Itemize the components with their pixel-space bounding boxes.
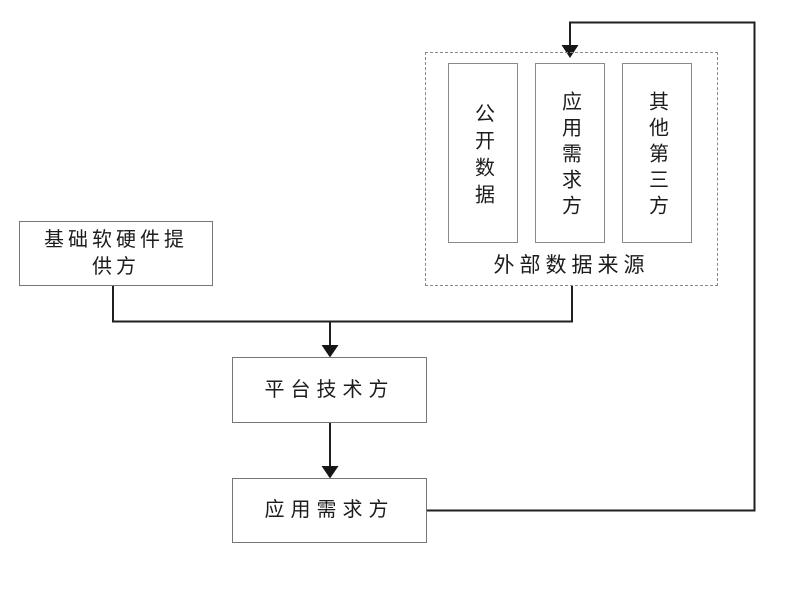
node-other-third-party: 其他第三方 — [622, 63, 692, 243]
feedback-loop-line — [427, 21, 756, 512]
node-infra-provider: 基础软硬件提供方 — [19, 221, 213, 286]
node-platform-tech-label: 平台技术方 — [264, 378, 395, 401]
node-app-demander-label: 应用需求方 — [264, 499, 395, 521]
feedback-loop-head — [561, 45, 579, 58]
node-infra-provider-label: 基础软硬件提供方 — [44, 228, 188, 278]
node-public-data-label: 公开数据 — [471, 102, 494, 211]
merge-bracket-line — [112, 286, 573, 323]
node-app-demander-source: 应用需求方 — [535, 63, 605, 243]
arrow-to-app-head — [321, 466, 339, 479]
node-platform-tech: 平台技术方 — [232, 357, 427, 423]
external-data-sources-caption: 外部数据来源 — [493, 253, 650, 277]
external-data-sources-group: 公开数据 应用需求方 其他第三方 外部数据来源 — [425, 52, 718, 286]
node-public-data: 公开数据 — [448, 63, 518, 243]
node-app-demander-source-label: 应用需求方 — [558, 91, 581, 221]
arrow-to-platform-head — [321, 345, 339, 358]
node-other-third-party-label: 其他第三方 — [645, 91, 668, 221]
node-app-demander: 应用需求方 — [232, 478, 427, 543]
